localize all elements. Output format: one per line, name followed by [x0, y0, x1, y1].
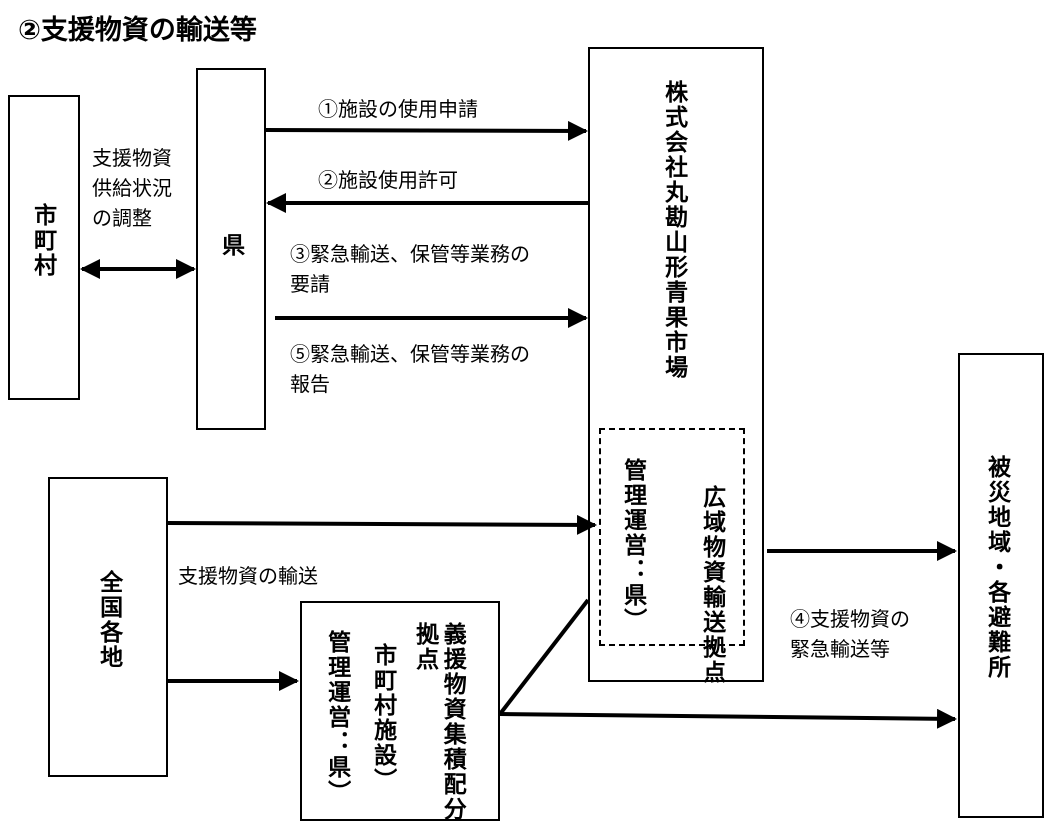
- prefecture-label: 県: [217, 233, 244, 258]
- market-label: 株式会社丸勘山形青果市場: [660, 80, 687, 380]
- step1-label: ①施設の使用申請: [318, 97, 478, 121]
- wide-area-hub-label: 広域物資輸送拠点: [698, 485, 725, 685]
- step2-label: ②施設使用許可: [318, 168, 458, 192]
- arrow-nationwide-hub: [167, 514, 597, 535]
- step4-label: ④支援物資の 緊急輸送等: [790, 607, 910, 661]
- relief-hub-label: 義援物資集積配分拠点: [411, 622, 466, 822]
- nationwide-label: 全国各地: [95, 570, 122, 670]
- disaster-area-label: 被災地域・各避難所: [983, 455, 1010, 680]
- wide-area-hub-management: 管理運営：県）: [619, 458, 646, 633]
- municipality-label: 市町村: [29, 203, 56, 278]
- nationwide-box: [48, 477, 168, 777]
- municipality-box: [8, 95, 80, 400]
- step5-label: ⑤緊急輸送、保管等業務の 報告: [290, 342, 530, 396]
- relief-hub-box: [300, 601, 500, 821]
- arrow-relief-disaster: [499, 708, 957, 729]
- relief-hub-management: 管理運営：県）: [323, 630, 350, 805]
- market-box: [588, 47, 764, 682]
- prefecture-box: [196, 68, 266, 430]
- disaster-area-box: [958, 353, 1044, 818]
- step3-label: ③緊急輸送、保管等業務の 要請: [290, 242, 530, 296]
- transport-label: 支援物資の輸送: [178, 564, 318, 588]
- wide-area-hub-box: [599, 428, 745, 646]
- page-title: ②支援物資の輸送等: [18, 15, 257, 46]
- arrow-step1: [265, 120, 588, 141]
- relief-hub-sub: 市町村施設）: [369, 643, 396, 793]
- line-relief-market: [498, 598, 590, 716]
- supply-adjust-label: 支援物資 供給状況 の調整: [92, 146, 172, 230]
